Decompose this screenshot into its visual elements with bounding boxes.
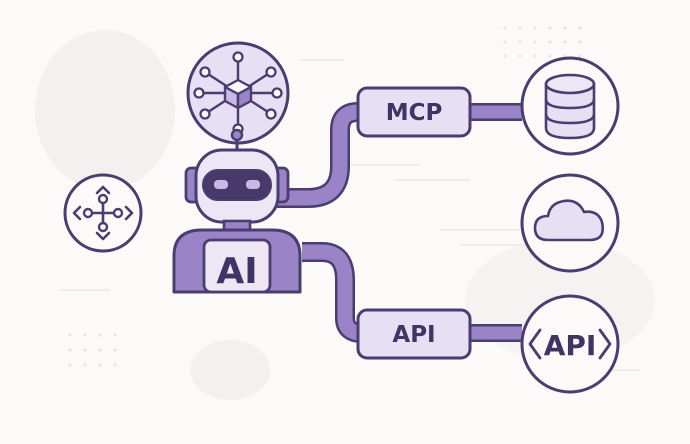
robot-ai-badge: AI: [216, 251, 257, 292]
mcp-connector-box: MCP: [356, 86, 472, 138]
ai-robot: AI: [172, 128, 302, 294]
cloud-icon: [520, 173, 620, 273]
connector-tubes: [268, 102, 522, 343]
api-label: API: [392, 322, 435, 348]
database-icon: [520, 56, 620, 156]
api-icon-text: API: [544, 329, 597, 362]
network-router-icon: [63, 173, 143, 253]
hub-cube-icon: [186, 41, 290, 145]
mcp-label: MCP: [386, 100, 443, 126]
api-connector-box: API: [356, 308, 472, 360]
api-icon: API: [520, 294, 620, 394]
